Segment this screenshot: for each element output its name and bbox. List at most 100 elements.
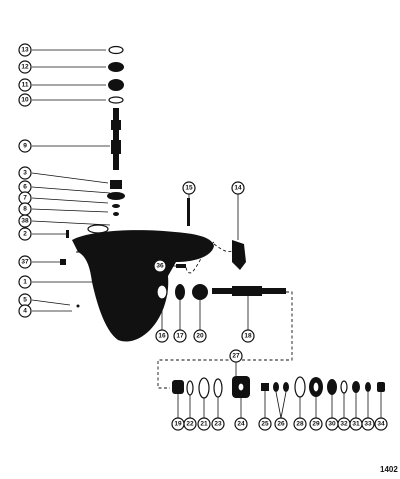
bearing-race-part [273,382,279,392]
svg-text:18: 18 [244,333,252,340]
svg-text:21: 21 [200,421,208,428]
o-ring-part [108,45,124,55]
svg-text:4: 4 [23,308,27,315]
svg-text:13: 13 [21,47,29,54]
gasket-part [156,284,168,300]
callout-21: 21 [197,417,211,431]
callout-8: 8 [18,202,32,216]
svg-text:19: 19 [174,421,182,428]
retainer-part [108,79,124,91]
washer-part [107,192,125,200]
bearing-cup-part [283,382,289,392]
lower-part-row [172,362,385,419]
bolt-part [176,264,186,268]
spacer-part [261,383,269,391]
callout-37: 37 [18,255,32,269]
reverse-gear-part [192,284,208,300]
svg-text:8: 8 [23,206,27,213]
gear-housing-part [72,230,214,342]
svg-text:32: 32 [340,421,348,428]
svg-text:2: 2 [23,231,27,238]
svg-text:34: 34 [377,421,385,428]
callout-5: 5 [18,293,32,307]
pin-part [66,230,69,238]
callout-12: 12 [18,60,32,74]
svg-text:25: 25 [261,421,269,428]
svg-text:1: 1 [23,279,27,286]
forward-gear-part [172,380,184,394]
retaining-ring-part [213,378,223,398]
callout-14: 14 [231,181,245,195]
prop-nut-part [377,382,385,392]
callout-23: 23 [211,417,225,431]
svg-text:6: 6 [23,184,27,191]
callout-29: 29 [309,417,323,431]
callout-16: 16 [155,329,169,343]
callout-25: 25 [258,417,272,431]
svg-text:26: 26 [277,421,285,428]
svg-text:38: 38 [21,218,29,225]
svg-text:27: 27 [232,353,240,360]
callout-32: 32 [337,417,351,431]
callout-31: 31 [349,417,363,431]
svg-text:16: 16 [158,333,166,340]
callout-22: 22 [183,417,197,431]
seal-ring-part [87,224,109,234]
svg-text:15: 15 [185,185,193,192]
drive-shaft-part [113,108,119,170]
callout-2: 2 [18,227,32,241]
callout-9: 9 [18,139,32,153]
svg-text:31: 31 [352,421,360,428]
callout-33: 33 [361,417,375,431]
svg-text:3: 3 [23,170,27,177]
callout-27: 27 [229,349,243,363]
svg-text:29: 29 [312,421,320,428]
svg-text:7: 7 [23,195,27,202]
small-nut-part [113,212,119,216]
callout-11: 11 [18,78,32,92]
svg-text:9: 9 [23,143,27,150]
callout-17: 17 [173,329,187,343]
upper-part-stack [31,45,125,312]
callout-20: 20 [193,329,207,343]
thrust-washer-part [198,377,210,399]
tab-washer-part [365,382,371,392]
svg-text:20: 20 [196,333,204,340]
callout-30: 30 [325,417,339,431]
thrust-hub-part [352,381,360,393]
callout-24: 24 [234,417,248,431]
svg-text:33: 33 [364,421,372,428]
svg-text:23: 23 [214,421,222,428]
thin-washer-part [340,380,348,394]
svg-text:24: 24 [237,421,245,428]
bearing-carrier-part [175,284,185,300]
svg-text:11: 11 [22,82,29,89]
svg-text:30: 30 [328,421,336,428]
bearing-part [112,204,120,208]
pinion-gear-part [110,180,122,189]
callout-7: 7 [18,191,32,205]
svg-text:5: 5 [23,297,27,304]
ring-part [108,96,124,104]
large-o-ring-part [294,376,306,398]
shift-shaft-part [232,240,246,270]
svg-text:14: 14 [234,185,242,192]
svg-text:10: 10 [21,97,29,104]
plug-part [60,259,66,265]
callout-10: 10 [18,93,32,107]
svg-text:28: 28 [296,421,304,428]
callout-28: 28 [293,417,307,431]
callout-6: 6 [18,180,32,194]
screw-part [187,198,190,226]
callout-18: 18 [241,329,255,343]
svg-text:36: 36 [156,263,164,270]
shim-part [186,380,194,396]
callout-3: 3 [18,166,32,180]
callout-36: 36 [153,259,167,273]
callout-38: 38 [18,214,32,228]
callout-15: 15 [182,181,196,195]
svg-text:22: 22 [186,421,194,428]
svg-text:37: 37 [21,259,29,266]
svg-text:17: 17 [176,333,184,340]
callout-19: 19 [171,417,185,431]
